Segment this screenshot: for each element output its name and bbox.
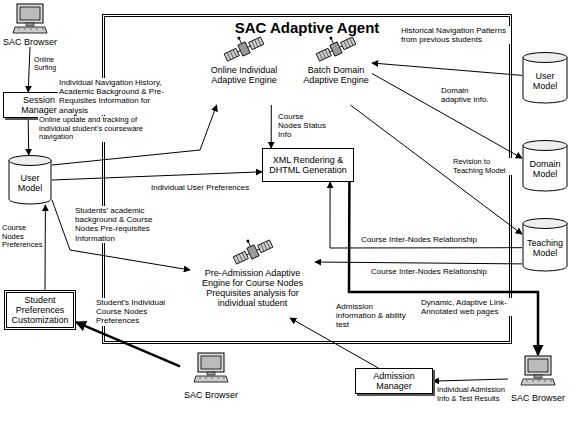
edge-label: Revision to Teaching Model bbox=[452, 158, 512, 175]
computer-icon bbox=[12, 3, 48, 34]
connector-arrow bbox=[52, 200, 190, 270]
edge-label: Online Surfing bbox=[33, 56, 75, 72]
node-text: Online Individual Adaptive Engine bbox=[205, 65, 283, 85]
satellite-icon bbox=[231, 238, 275, 266]
engine-satellite: Batch Domain Adaptive Engine bbox=[300, 35, 372, 105]
connector-arrow bbox=[350, 105, 522, 234]
process-box: Student Preferences Customization bbox=[4, 290, 76, 330]
node-text: Admission Manager bbox=[359, 371, 429, 391]
browser-computer: SAC Browser bbox=[180, 352, 242, 400]
node-text: XML Rendering & DHTML Generation bbox=[266, 155, 350, 175]
process-box: Admission Manager bbox=[355, 368, 433, 394]
node-text: User Model bbox=[524, 71, 566, 91]
connector-arrow bbox=[28, 47, 30, 92]
database-cylinder: Domain Model bbox=[522, 140, 568, 192]
process-box: XML Rendering & DHTML Generation bbox=[262, 148, 354, 182]
edge-label: Course Nodes Status Info bbox=[277, 112, 329, 140]
edge-label: Students' academic background & Course N… bbox=[74, 206, 169, 243]
engine-satellite: Pre-Admission Adaptive Engine for Course… bbox=[190, 238, 315, 318]
node-text: Domain Model bbox=[524, 159, 566, 179]
satellite-icon bbox=[314, 35, 358, 63]
engine-satellite: Online Individual Adaptive Engine bbox=[205, 35, 283, 105]
edge-label: Student's Individual Course Nodes Prefer… bbox=[95, 298, 185, 326]
edge-label: Individual Admission Info & Test Results bbox=[436, 386, 506, 403]
edge-label: Domain adaptive info. bbox=[440, 86, 502, 104]
edge-label: Online update and tracking of individual… bbox=[38, 116, 150, 142]
database-cylinder: Teaching Model bbox=[522, 218, 568, 272]
connector-arrow bbox=[372, 74, 522, 159]
browser-computer: SAC Browser bbox=[508, 355, 568, 403]
agent-frame: SAC Adaptive AgentOnline Individual Adap… bbox=[102, 14, 512, 344]
edge-label: Course Inter-Nodes Relationship bbox=[360, 235, 485, 244]
connector-arrow bbox=[28, 118, 30, 155]
computer-icon bbox=[193, 352, 229, 383]
node-text: User Model bbox=[10, 173, 50, 193]
node-text: SAC Browser bbox=[184, 390, 238, 400]
connector-arrow bbox=[76, 322, 180, 366]
connector-arrow bbox=[372, 63, 522, 75]
node-text: SAC Browser bbox=[511, 393, 565, 403]
connector-arrow bbox=[52, 172, 262, 180]
node-text: Batch Domain Adaptive Engine bbox=[300, 65, 372, 85]
connector-arrow bbox=[315, 262, 522, 264]
edge-label: Course Nodes Preferences bbox=[1, 224, 42, 250]
computer-icon bbox=[520, 355, 556, 386]
browser-computer: SAC Browser bbox=[3, 3, 57, 47]
edge-label: Dynamic, Adaptive Link-Annotated web pag… bbox=[420, 298, 532, 316]
database-cylinder: User Model bbox=[8, 155, 52, 205]
connector-arrow bbox=[433, 379, 508, 381]
edge-label: Course Inter-Nodes Relationship bbox=[370, 267, 495, 276]
edge-label: Individual Navigation History, Academic … bbox=[58, 78, 182, 115]
connector-arrow bbox=[45, 205, 46, 290]
connector-arrow bbox=[271, 105, 272, 148]
database-cylinder: User Model bbox=[522, 52, 568, 104]
node-text: SAC Browser bbox=[3, 37, 57, 47]
node-text: Teaching Model bbox=[524, 238, 566, 258]
node-text: Pre-Admission Adaptive Engine for Course… bbox=[190, 268, 315, 308]
satellite-icon bbox=[222, 35, 266, 63]
connector-arrow bbox=[330, 182, 522, 248]
node-text: Student Preferences Customization bbox=[10, 295, 70, 325]
edge-label: Historical Navigation Patterns from prev… bbox=[400, 26, 510, 44]
edge-label: Admission information & ability test bbox=[335, 302, 415, 330]
edge-label: Individual User Preferences bbox=[150, 183, 260, 192]
